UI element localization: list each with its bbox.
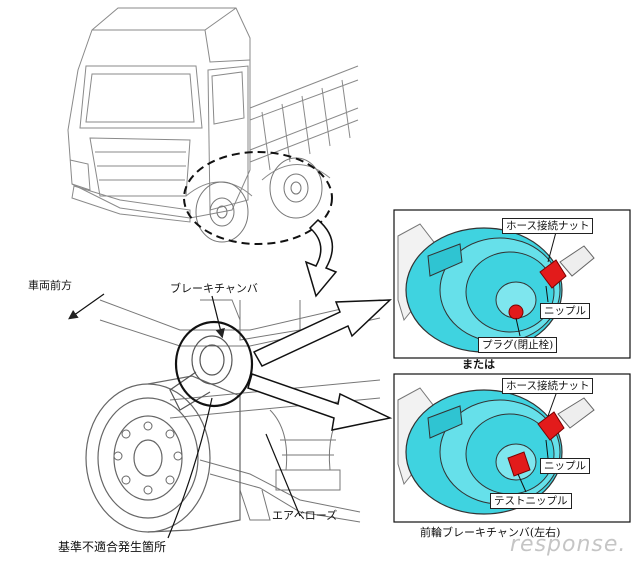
label-air-bellows: エアベローズ [272,509,338,522]
wheel-highlight-ellipse [183,151,333,245]
label-front-brake-chamber: 前輪ブレーキチャンバ(左右) [420,526,561,539]
zoom-arrow [304,218,338,298]
label-hose-nut-bottom: ホース接続ナット [502,378,594,394]
chamber-detail-top [397,223,595,353]
chamber-highlight-circle [174,320,254,408]
label-hose-nut-top: ホース接続ナット [502,218,594,234]
label-nipple-bottom: ニップル [540,458,590,474]
watermark-logo: response. [510,532,627,557]
label-non-conforming-location: 基準不適合発生箇所 [58,540,167,554]
hub-bolts [113,421,183,495]
chamber-detail-bottom [397,387,595,515]
truck-sketch [67,7,359,223]
label-nipple-top: ニップル [540,303,590,319]
label-brake-chamber: ブレーキチャンバ [170,282,258,295]
label-plug: プラグ(閉止栓) [478,337,558,353]
brake-drum [85,375,241,533]
detail-bottom-leaders [517,393,557,493]
leader-lines [68,293,301,539]
label-vehicle-front: 車両前方 [28,279,72,292]
label-or: または [462,358,495,371]
detail-arrow-top [252,299,392,367]
detail-top-leaders [515,231,557,337]
truck-wheels [195,157,323,243]
label-test-nipple: テストニップル [490,493,572,509]
detail-arrow-bottom [247,373,393,431]
